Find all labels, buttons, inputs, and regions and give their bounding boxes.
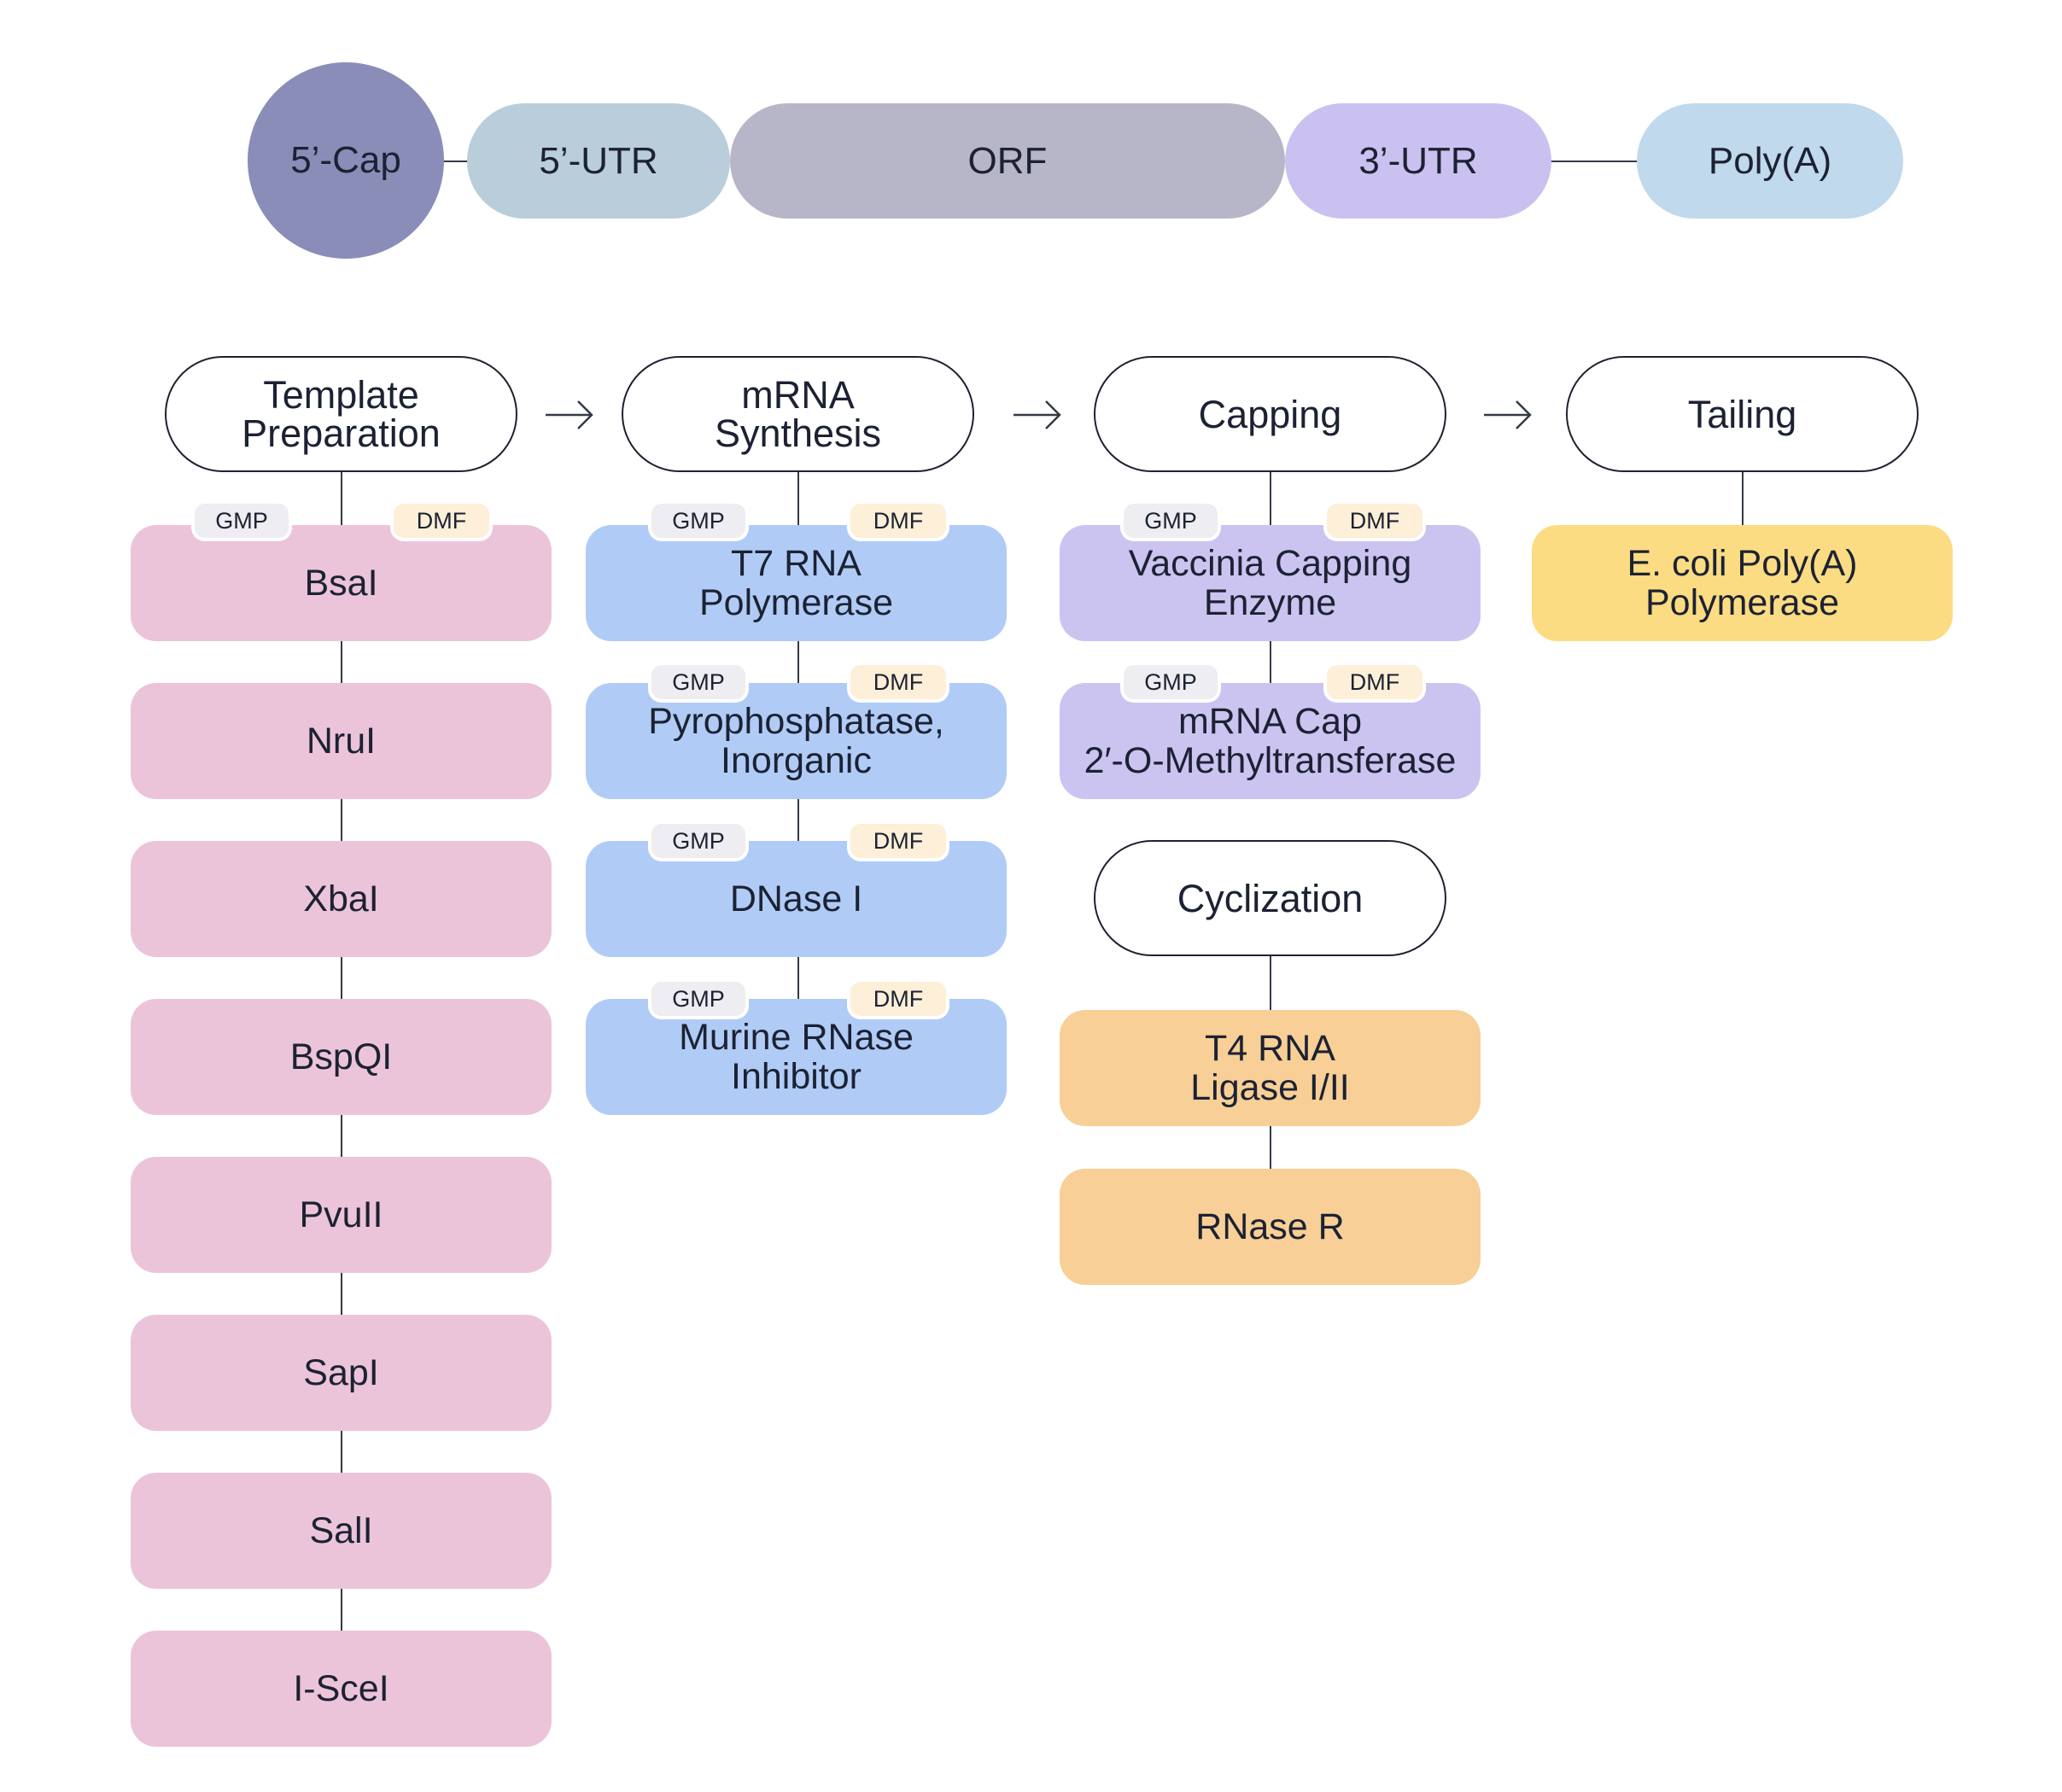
gmp-badge: GMP [1124,504,1218,538]
enzyme-box: I-SceI [131,1631,552,1747]
arrow-right-icon [1013,400,1061,429]
enzyme-label: XbaI [303,878,379,919]
gmp-badge: GMP [651,824,745,858]
gmp-badge: GMP [651,982,745,1016]
enzyme-box: BspQI [131,999,552,1115]
enzyme-label: PvuII [299,1194,383,1235]
enzyme-box: Vaccinia Capping Enzyme [1060,525,1481,641]
gmp-badge: GMP [651,504,745,538]
enzyme-box: BsaI [131,525,552,641]
utr3-label: 3’-UTR [1358,139,1478,182]
enzyme-box: DNase I [586,841,1007,957]
dmf-badge: DMF [1327,504,1422,538]
stage-cyclization: Cyclization [1094,840,1446,956]
enzyme-label: T4 RNA Ligase I/II [1190,1027,1350,1108]
enzyme-label: Vaccinia Capping Enzyme [1128,542,1412,623]
dmf-badge: DMF [850,982,946,1016]
dmf-badge: DMF [1327,665,1422,699]
enzyme-box: Pyrophosphatase, Inorganic [586,683,1007,799]
enzyme-label: Pyrophosphatase, Inorganic [648,700,944,781]
enzyme-label: SalI [309,1509,373,1551]
enzyme-box: SapI [131,1315,552,1431]
dmf-badge-label: DMF [873,668,924,695]
gmp-badge: GMP [195,504,289,538]
dmf-badge-label: DMF [1349,668,1400,695]
stage-title: Cyclization [1177,876,1364,920]
cap-circle: 5’-Cap [248,62,444,259]
enzyme-label: BsaI [304,562,378,604]
polya-label: Poly(A) [1708,139,1832,182]
enzyme-label: BspQI [289,1036,393,1077]
utr5-segment: 5’-UTR [467,103,730,219]
stage-title: mRNA Synthesis [714,373,882,455]
stage-template-preparation: Template Preparation [165,356,517,472]
stage-capping: Capping [1094,356,1446,472]
dmf-badge-label: DMF [873,827,924,854]
utr5-label: 5’-UTR [539,139,658,182]
polya-segment: Poly(A) [1637,103,1903,219]
gmp-badge: GMP [651,665,745,699]
gmp-badge-label: GMP [672,507,725,534]
orf-segment: ORF [730,103,1285,219]
gmp-badge-label: GMP [215,507,268,534]
stage-title: Template Preparation [242,373,441,455]
stage-mrna-synthesis: mRNA Synthesis [622,356,974,472]
enzyme-label: RNase R [1195,1205,1345,1247]
dmf-badge: DMF [850,504,946,538]
arrow-right-icon [546,400,593,429]
utr3-segment: 3’-UTR [1285,103,1551,219]
enzyme-box: T4 RNA Ligase I/II [1060,1010,1481,1126]
gmp-badge: GMP [1124,665,1218,699]
enzyme-label: mRNA Cap 2′-O-Methyltransferase [1084,700,1457,781]
enzyme-box: mRNA Cap 2′-O-Methyltransferase [1060,683,1481,799]
gmp-badge-label: GMP [1144,507,1197,534]
gmp-badge-label: GMP [672,668,725,695]
orf-label: ORF [967,139,1048,182]
dmf-badge-label: DMF [416,507,467,534]
dmf-badge-label: DMF [1349,507,1400,534]
dmf-badge: DMF [850,824,946,858]
enzyme-label: SapI [303,1351,379,1393]
dmf-badge: DMF [394,504,489,538]
gmp-badge-label: GMP [1144,668,1197,695]
gmp-badge-label: GMP [672,985,725,1012]
enzyme-box: Murine RNase Inhibitor [586,999,1007,1115]
arrow-right-icon [1484,400,1532,429]
cap-label: 5’-Cap [290,139,401,181]
enzyme-label: DNase I [729,878,863,919]
enzyme-box: NruI [131,683,552,799]
enzyme-label: NruI [306,720,377,762]
dmf-badge-label: DMF [873,985,924,1012]
dmf-badge: DMF [850,665,946,699]
stage-tailing: Tailing [1566,356,1919,472]
enzyme-label: Murine RNase Inhibitor [679,1016,914,1097]
enzyme-box: RNase R [1060,1169,1481,1285]
stage-title: Capping [1198,392,1342,436]
enzyme-label: T7 RNA Polymerase [698,542,894,623]
stage-title: Tailing [1687,392,1797,436]
enzyme-label: E. coli Poly(A) Polymerase [1627,542,1858,623]
enzyme-label: I-SceI [293,1667,389,1709]
enzyme-box: E. coli Poly(A) Polymerase [1532,525,1953,641]
dmf-badge-label: DMF [873,507,924,534]
enzyme-box: PvuII [131,1157,552,1273]
gmp-badge-label: GMP [672,827,725,854]
enzyme-box: T7 RNA Polymerase [586,525,1007,641]
enzyme-box: SalI [131,1473,552,1589]
enzyme-box: XbaI [131,841,552,957]
